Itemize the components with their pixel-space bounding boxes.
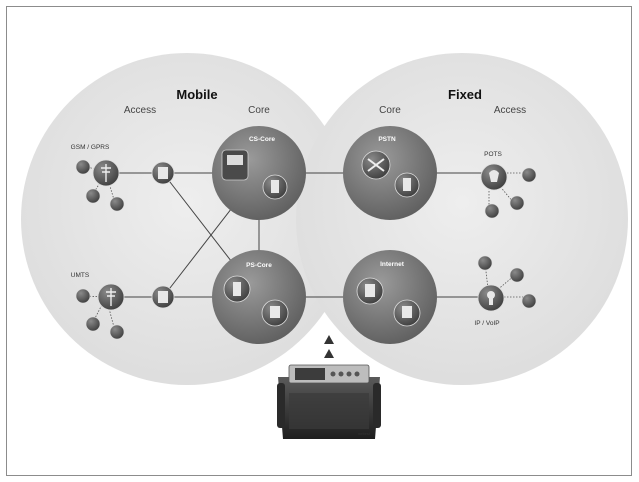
up-arrow-icon <box>324 349 334 358</box>
phone-icon <box>75 159 91 175</box>
ip-voip-hub-icon <box>477 284 505 312</box>
fixed-access-label: Access <box>494 105 526 116</box>
pstn-node: PSTN <box>343 126 437 220</box>
test-device-image: nettest <box>277 364 381 439</box>
mobile-core-label: Core <box>248 105 270 116</box>
phone-icon <box>109 324 125 340</box>
device-icon <box>85 188 101 204</box>
umts-label: UMTS <box>71 272 90 279</box>
device-brand: nettest <box>358 431 371 436</box>
network-diagram: Mobile Access Core Fixed Core Access <box>21 53 628 439</box>
ps-core-label: PS-Core <box>246 262 272 269</box>
ip-voip-label: IP / VoIP <box>474 320 499 327</box>
internet-label: Internet <box>380 261 405 268</box>
telephone-icon <box>521 167 537 183</box>
pots-label: POTS <box>484 151 502 158</box>
cs-core-node: CS-Core <box>212 126 306 220</box>
mobile-title: Mobile <box>176 87 217 102</box>
telephone-icon <box>484 203 500 219</box>
gsm-antenna-icon <box>92 159 120 187</box>
mobile-access-label: Access <box>124 105 156 116</box>
umts-gateway-node <box>151 285 175 309</box>
up-arrow-icon <box>324 335 334 344</box>
diagram-frame: Mobile Access Core Fixed Core Access <box>6 6 632 476</box>
gsm-gateway-node <box>151 161 175 185</box>
switch-icon-screen <box>227 155 243 165</box>
cs-core-label: CS-Core <box>249 136 275 143</box>
phone-icon <box>109 196 125 212</box>
fixed-area-circle <box>296 53 628 385</box>
pots-exchange-icon <box>480 163 508 191</box>
phone-icon <box>75 288 91 304</box>
fax-icon <box>509 195 525 211</box>
computer-icon <box>509 267 525 283</box>
computer-icon <box>477 255 493 271</box>
computer-icon <box>521 293 537 309</box>
ps-core-node: PS-Core <box>212 250 306 344</box>
gsm-gprs-label: GSM / GPRS <box>71 144 110 151</box>
fixed-core-label: Core <box>379 105 401 116</box>
fixed-title: Fixed <box>448 87 482 102</box>
pstn-label: PSTN <box>378 136 396 143</box>
internet-node: Internet <box>343 250 437 344</box>
umts-antenna-icon <box>97 283 125 311</box>
device-icon <box>85 316 101 332</box>
